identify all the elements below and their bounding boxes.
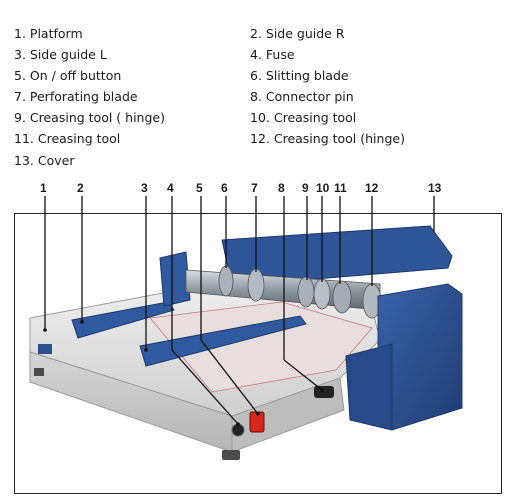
creasing-tool-11	[332, 280, 352, 314]
legend-item-6: 6. Slitting blade	[250, 68, 349, 83]
creasing-tool-hinge-9	[297, 276, 315, 308]
legend-item-13: 13. Cover	[14, 153, 75, 168]
feed-tray	[149, 301, 373, 393]
legend-item-12: 12. Creasing tool (hinge)	[250, 131, 405, 146]
right-housing-face	[345, 343, 393, 431]
creasing-tool-10	[313, 278, 331, 310]
callout-6: 6	[221, 181, 228, 195]
legend-item-3: 3. Side guide L	[14, 47, 107, 62]
front-badge	[38, 344, 52, 354]
perforating-blade	[247, 268, 265, 302]
legend-item-5: 5. On / off button	[14, 68, 122, 83]
callout-10: 10	[316, 181, 330, 195]
side-guide-left	[139, 315, 307, 367]
leader-lines	[44, 196, 435, 425]
legend-item-4: 4. Fuse	[250, 47, 295, 62]
callout-4: 4	[167, 181, 174, 195]
legend-item-11: 11. Creasing tool	[14, 131, 121, 146]
callout-7: 7	[251, 181, 258, 195]
callout-8: 8	[278, 181, 285, 195]
left-end-block	[159, 251, 191, 307]
callout-2: 2	[77, 181, 84, 195]
foot-front	[222, 450, 240, 460]
callout-5: 5	[196, 181, 203, 195]
legend-item-2: 2. Side guide R	[250, 26, 345, 41]
slitting-blade	[218, 265, 234, 297]
callout-9: 9	[302, 181, 309, 195]
callout-1: 1	[40, 181, 47, 195]
side-guide-right	[71, 301, 175, 339]
legend-item-10: 10. Creasing tool	[250, 110, 357, 125]
callout-13: 13	[428, 181, 442, 195]
foot-left	[34, 368, 44, 376]
callout-11: 11	[334, 181, 347, 195]
legend-item-7: 7. Perforating blade	[14, 89, 138, 104]
legend-item-8: 8. Connector pin	[250, 89, 354, 104]
callout-3: 3	[141, 181, 148, 195]
legend-item-1: 1. Platform	[14, 26, 83, 41]
connector-pin	[314, 386, 334, 398]
leader-dots	[43, 320, 324, 426]
legend-item-9: 9. Creasing tool ( hinge)	[14, 110, 165, 125]
callout-12: 12	[365, 181, 379, 195]
